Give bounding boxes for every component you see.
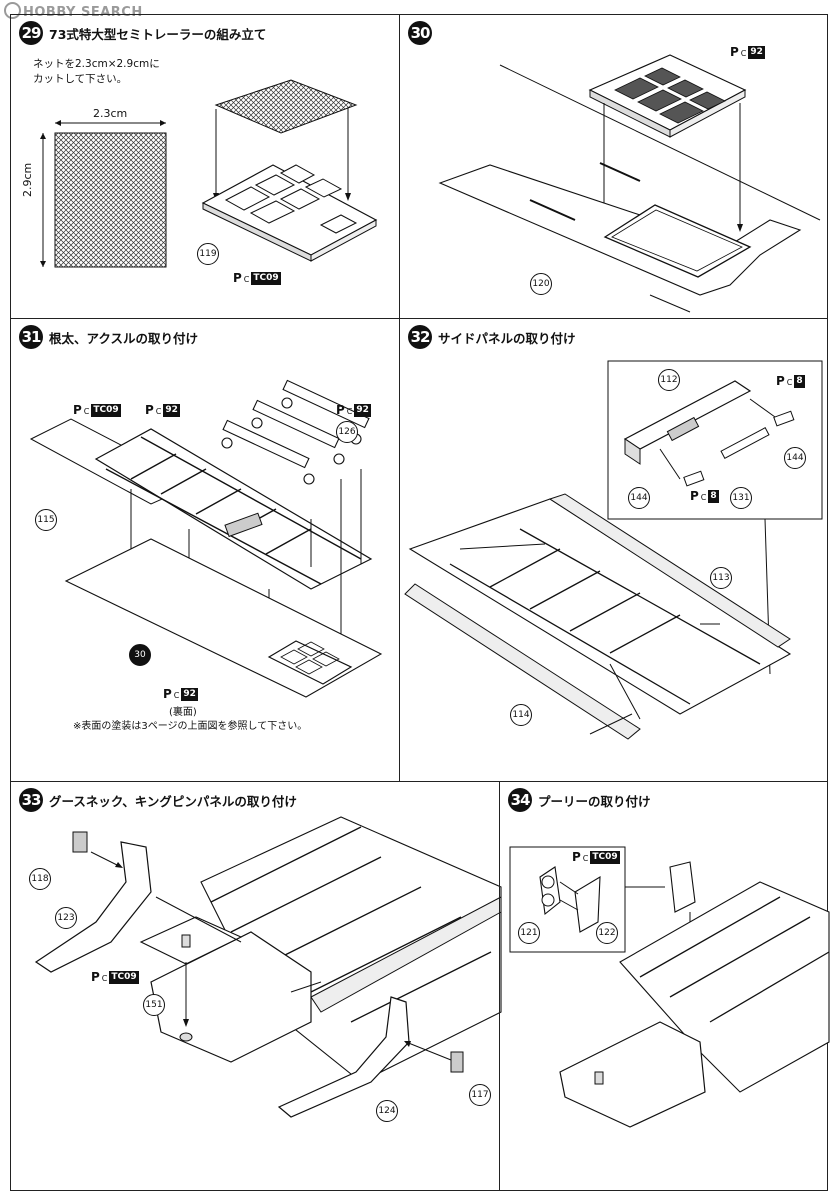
step-29-illustration	[40, 79, 378, 268]
step-title: グースネック、キングピンパネルの取り付け	[49, 793, 297, 809]
paint-reference-note: ※表面の塗装は3ページの上面図を参照して下さい。	[73, 721, 308, 732]
paint-code-badge: TC09	[251, 271, 281, 285]
step-32-header: 32 サイドパネルの取り付け	[408, 325, 576, 349]
net-cut-note: ネットを2.3cm×2.9cmに カットして下さい。	[33, 57, 160, 87]
reverse-side-label: (裏面)	[169, 707, 197, 718]
paint-code-badge: 92	[748, 45, 765, 59]
part-number-120: 120	[530, 273, 552, 295]
paint-sub: C	[346, 407, 353, 416]
paint-sub: C	[786, 378, 793, 387]
part-number-144: 144	[784, 447, 806, 469]
paint-letter: P	[776, 374, 785, 388]
paint-sub: C	[173, 691, 180, 700]
step-number: 30	[408, 21, 432, 45]
paint-letter: P	[145, 403, 154, 417]
paint-code-badge: 8	[708, 489, 719, 503]
step-title: 根太、アクスルの取り付け	[49, 330, 199, 346]
paint-sub: C	[700, 493, 707, 502]
step-number: 32	[408, 325, 432, 349]
step-31-illustration	[29, 379, 383, 698]
part-number-123: 123	[55, 907, 77, 929]
step-33-header: 33 グースネック、キングピンパネルの取り付け	[19, 788, 297, 812]
step-29-header: 29 73式特大型セミトレーラーの組み立て	[19, 21, 266, 45]
step-title: サイドパネルの取り付け	[438, 330, 576, 346]
step-30-illustration	[438, 54, 821, 313]
note-line-2: カットして下さい。	[33, 73, 128, 85]
paint-code-badge: 92	[354, 403, 371, 417]
step-number: 29	[19, 21, 43, 45]
part-number-112: 112	[658, 369, 680, 391]
part-number-117: 117	[469, 1084, 491, 1106]
paint-letter: P	[336, 403, 345, 417]
paint-sub: C	[243, 275, 250, 284]
paint-letter: P	[163, 687, 172, 701]
paint-code-badge: TC09	[590, 850, 620, 864]
paint-letter: P	[73, 403, 82, 417]
step-number: 34	[508, 788, 532, 812]
paint-letter: P	[572, 850, 581, 864]
step-32-panel: 32 サイドパネルの取り付け	[399, 318, 828, 782]
paint-letter: P	[690, 489, 699, 503]
paint-letter: P	[233, 271, 242, 285]
step-title: 73式特大型セミトレーラーの組み立て	[49, 26, 267, 42]
step-29-panel: 29 73式特大型セミトレーラーの組み立て ネットを2.3cm×2.9cmに カ…	[10, 14, 400, 319]
watermark-logo-icon	[4, 2, 21, 19]
paint-sub: C	[740, 49, 747, 58]
part-number-126: 126	[336, 421, 358, 443]
step-34-header: 34 プーリーの取り付け	[508, 788, 651, 812]
part-number-124: 124	[376, 1100, 398, 1122]
step-ref-30: 30	[129, 644, 151, 666]
paint-code-badge: 8	[794, 374, 805, 388]
part-number-144: 144	[628, 487, 650, 509]
note-line-1: ネットを2.3cm×2.9cmに	[33, 58, 160, 70]
step-31-header: 31 根太、アクスルの取り付け	[19, 325, 198, 349]
part-number-151: 151	[143, 994, 165, 1016]
part-number-114: 114	[510, 704, 532, 726]
part-number-118: 118	[29, 868, 51, 890]
step-33-illustration	[34, 816, 502, 1118]
paint-sub: C	[83, 407, 90, 416]
step-number: 31	[19, 325, 43, 349]
part-number-121: 121	[518, 922, 540, 944]
step-number: 33	[19, 788, 43, 812]
paint-sub: C	[101, 974, 108, 983]
watermark: HOBBY SEARCH	[4, 2, 143, 20]
part-number-131: 131	[730, 487, 752, 509]
part-number-115: 115	[35, 509, 57, 531]
paint-sub: C	[155, 407, 162, 416]
step-34-illustration	[509, 846, 830, 1128]
step-32-illustration	[404, 360, 823, 740]
paint-letter: P	[91, 970, 100, 984]
step-title: プーリーの取り付け	[538, 793, 651, 809]
step-31-panel: 31 根太、アクスルの取り付け	[10, 318, 400, 782]
height-dimension-label: 2.9cm	[21, 162, 34, 197]
paint-code-badge: TC09	[109, 970, 139, 984]
paint-letter: P	[730, 45, 739, 59]
part-number-122: 122	[596, 922, 618, 944]
paint-sub: C	[582, 854, 589, 863]
paint-code-badge: 92	[163, 403, 180, 417]
paint-code-badge: 92	[181, 687, 198, 701]
part-number-119: 119	[197, 243, 219, 265]
width-dimension-label: 2.3cm	[93, 107, 128, 120]
step-30-header: 30	[408, 21, 432, 45]
paint-code-badge: TC09	[91, 403, 121, 417]
part-number-113: 113	[710, 567, 732, 589]
step-33-panel: 33 グースネック、キングピンパネルの取り付け	[10, 781, 502, 1191]
